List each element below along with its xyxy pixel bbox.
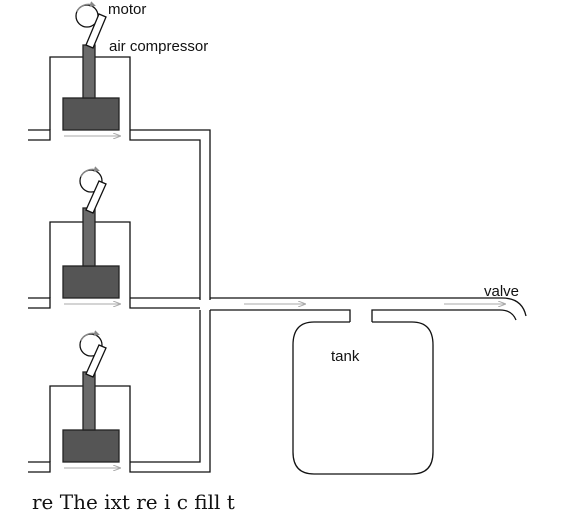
cylinder-outlet-lower-1 [129, 130, 201, 300]
air-compressor-label: air compressor [109, 38, 208, 55]
main-pipe-top-wall [210, 297, 527, 317]
main-pipe [210, 297, 527, 322]
tank [292, 321, 434, 475]
compressor-unit-2 [28, 166, 200, 309]
compressor-unit-1 [28, 1, 211, 300]
crank-arm-3 [85, 344, 107, 378]
caption-text: re The ixt re i c fill t [32, 490, 235, 512]
figure-caption: re The ixt re i c fill t [0, 488, 562, 512]
piston-rod-1 [82, 44, 96, 99]
valve-label: valve [484, 283, 519, 300]
rotation-arrow-icon [80, 166, 100, 178]
crank-arm-1 [85, 13, 107, 49]
tank-label: tank [331, 348, 360, 365]
cylinder-outlet-1 [28, 129, 51, 141]
cylinder-outlet-right-1 [130, 129, 211, 300]
rotation-arrow-icon [76, 1, 96, 13]
cylinder-outlet-lower-3 [129, 310, 211, 473]
cylinder-outlet-3 [28, 461, 51, 473]
piston-3 [62, 429, 120, 463]
piston-rod-3 [82, 371, 96, 431]
compressor-unit-3 [28, 310, 211, 473]
piston-2 [62, 265, 120, 299]
cylinder-outlet-lower-2 [129, 298, 200, 309]
motor-label: motor [108, 1, 146, 18]
rotation-arrow-icon [80, 330, 100, 342]
piston-1 [62, 97, 120, 131]
main-pipe-bottom-wall-right [371, 309, 517, 322]
cylinder-outlet-2 [28, 297, 51, 309]
main-pipe-bottom-wall-left [210, 309, 351, 322]
piston-rod-2 [82, 207, 96, 267]
cylinder-outlet-right-3 [130, 310, 201, 463]
crank-arm-2 [85, 180, 107, 214]
